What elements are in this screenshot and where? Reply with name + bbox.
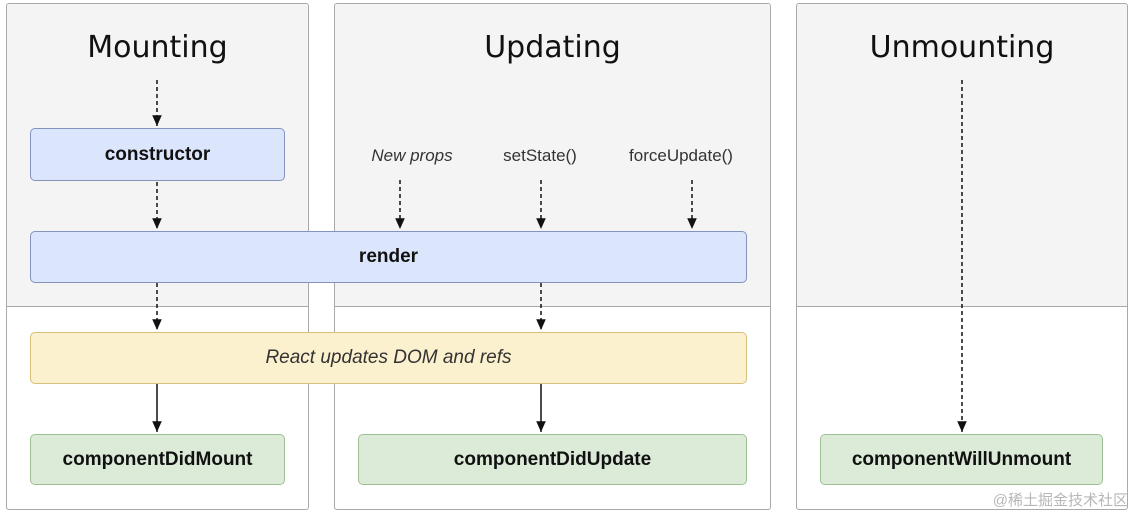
component-did-mount-box: componentDidMount	[30, 434, 285, 485]
constructor-label: constructor	[104, 143, 211, 165]
updating-title: Updating	[484, 30, 621, 65]
component-will-unmount-label: componentWillUnmount	[851, 448, 1072, 470]
constructor-box: constructor	[30, 128, 285, 181]
trigger-new-props: New props	[371, 146, 453, 165]
trigger-force-update: forceUpdate()	[629, 146, 733, 165]
mounting-title: Mounting	[87, 30, 228, 65]
trigger-set-state: setState()	[503, 146, 577, 165]
unmounting-title: Unmounting	[869, 30, 1055, 65]
watermark: @稀土掘金技术社区	[992, 492, 1128, 509]
component-did-mount-label: componentDidMount	[62, 448, 253, 470]
react-updates-dom-box: React updates DOM and refs	[30, 332, 747, 384]
component-will-unmount-box: componentWillUnmount	[820, 434, 1103, 485]
component-did-update-label: componentDidUpdate	[453, 448, 652, 470]
react-updates-dom-label: React updates DOM and refs	[265, 347, 512, 368]
component-did-update-box: componentDidUpdate	[358, 434, 747, 485]
render-box: render	[30, 231, 747, 283]
render-label: render	[358, 246, 419, 267]
